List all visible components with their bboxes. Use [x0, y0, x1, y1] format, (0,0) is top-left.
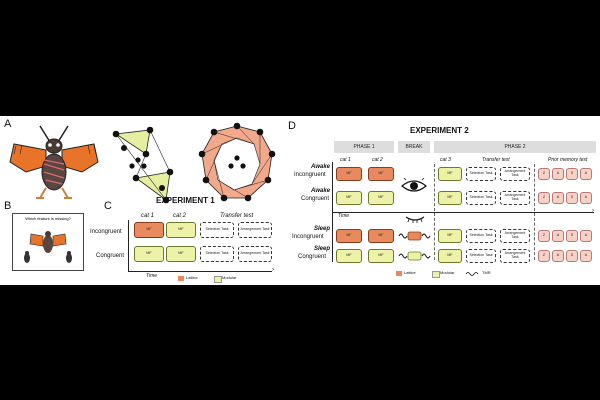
exp2-row2-selection: Selection Task [466, 191, 496, 205]
exp2-phase1: PHASE 1 [334, 141, 394, 153]
exp1-legend-modular: Modular [222, 275, 237, 280]
exp2-row1-condition: Incongruent [294, 172, 326, 178]
exp2-row4-selection: Selection Task [466, 249, 496, 263]
exp2-row3-selection: Selection Task [466, 229, 496, 243]
exp2-time-label: Time [338, 213, 350, 219]
exp2-row2-cat2: MF [368, 191, 394, 205]
exp2-row3-state: Sleep [314, 226, 331, 232]
exp2-row4-prior-4: A [580, 250, 592, 262]
lattice-graph-icon [198, 122, 276, 202]
exp2-row1-prior-3: S [566, 168, 578, 180]
tmr-cue-modular-icon [398, 251, 431, 261]
exp2-row2-cat1: MF [336, 191, 362, 205]
exp2-row3-condition: Incongruent [292, 234, 324, 240]
exp1-title: EXPERIMENT 1 [156, 196, 215, 205]
exp2-row2-prior-2: A [552, 192, 564, 204]
eye-icon [401, 178, 427, 192]
exp2-legend-modular: Modular [440, 270, 455, 275]
exp1-time-label: Time [146, 273, 158, 279]
exp2-row2-state: Awake [311, 188, 331, 194]
exp2-row3-prior-2: A [552, 230, 564, 242]
exp1-legend-lattice-swatch [178, 276, 184, 281]
exp1-incongruent-selection: Selection Task [200, 222, 234, 238]
exp2-row2-condition: Congruent [301, 196, 330, 202]
exp2-row4-condition: Congruent [298, 254, 327, 260]
exp2-legend-tmr: TMR [482, 270, 491, 275]
exp2-row3-cat2: MF [368, 229, 394, 243]
task-question: Which feature is missing? [25, 216, 71, 221]
exp2-row2-arrangement: Arrangement Task [500, 191, 530, 205]
exp2-col-transfer: Transfer test [482, 157, 510, 163]
exp1-row-congruent: Congruent [96, 253, 125, 259]
exp2-phase2: PHASE 2 [434, 141, 596, 153]
exp2-row4-cat2: MF [368, 249, 394, 263]
exp2-row3-prior-4: A [580, 230, 592, 242]
exp2-row1-cat1: MF [336, 167, 362, 181]
exp2-row1-prior-2: A [552, 168, 564, 180]
exp2-legend-lattice-swatch [396, 271, 402, 276]
exp2-row4-cat3: MF [438, 249, 462, 263]
tmr-cue-lattice-icon [398, 231, 431, 241]
exp2-row4-state: Sleep [314, 246, 331, 252]
exp2-row3-prior-3: S [566, 230, 578, 242]
exp2-row1-cat2: MF [368, 167, 394, 181]
exp1-time-axis [128, 271, 272, 272]
exp2-row3-arrangement: Arrangement Task [500, 229, 530, 243]
exp1-congruent-cat2: MF [166, 246, 196, 262]
closed-eye-icon [405, 216, 425, 223]
exp1-incongruent-cat1: MF [134, 222, 164, 238]
exp2-row4-prior-2: A [552, 250, 564, 262]
modular-graph-icon [112, 126, 174, 204]
exp2-row1-selection: Selection Task [466, 167, 496, 181]
exp2-col-cat1: cat 1 [340, 157, 351, 163]
exp1-col-cat2: cat 2 [173, 213, 187, 219]
exp2-row3-prior-1: Z [538, 230, 550, 242]
exp1-legend-modular-swatch [214, 276, 222, 283]
exp1-congruent-selection: Selection Task [200, 246, 234, 262]
exp2-row3-cat1: MF [336, 229, 362, 243]
exp2-row1-arrangement: Arrangement Task [500, 167, 530, 181]
task-screen: Which feature is missing? [12, 213, 84, 271]
exp1-row-axis [128, 220, 129, 272]
exp2-break: BREAK [398, 141, 430, 153]
tmr-wave-icon [466, 272, 479, 276]
exp2-col-cat2: cat 2 [372, 157, 383, 163]
exp2-row3-cat3: MF [438, 229, 462, 243]
exp2-row2-prior-1: Z [538, 192, 550, 204]
butterfly-illustration [9, 125, 99, 199]
exp2-row2-prior-3: S [566, 192, 578, 204]
exp2-row4-prior-1: Z [538, 250, 550, 262]
exp2-row2-prior-4: A [580, 192, 592, 204]
exp1-col-transfer: Transfer test [220, 213, 254, 219]
exp2-row2-cat3: MF [438, 191, 462, 205]
exp1-time-arrow: › [272, 267, 274, 273]
exp2-legend-lattice: Lattice [404, 270, 416, 275]
exp2-row1-prior-1: Z [538, 168, 550, 180]
exp2-row4-prior-3: S [566, 250, 578, 262]
exp2-col-prior: Prior memory test [548, 157, 588, 163]
exp1-congruent-arrangement: Arrangement Task [238, 246, 272, 262]
exp1-col-cat1: cat 1 [141, 213, 155, 219]
exp2-row1-prior-4: A [580, 168, 592, 180]
task-creatures-icon [24, 231, 72, 263]
exp2-time-axis [332, 212, 594, 213]
exp1-legend-lattice: Lattice [186, 275, 198, 280]
panel-label-d: D [288, 120, 296, 132]
exp2-title: EXPERIMENT 2 [410, 126, 469, 135]
figure-panel: A B Which feature is missing? [0, 116, 600, 285]
exp2-row1-cat3: MF [438, 167, 462, 181]
exp2-row4-cat1: MF [336, 249, 362, 263]
exp1-row-incongruent: Incongruent [90, 229, 122, 235]
exp2-row4-arrangement: Arrangement Task [500, 249, 530, 263]
panel-label-a: A [4, 118, 12, 130]
panel-label-c: C [104, 200, 112, 212]
exp2-legend-modular-swatch [432, 271, 440, 278]
exp2-row1-state: Awake [311, 164, 331, 170]
exp2-col-cat3: cat 3 [440, 157, 451, 163]
exp1-congruent-cat1: MF [134, 246, 164, 262]
exp2-time-arrow: › [592, 208, 594, 214]
exp1-incongruent-arrangement: Arrangement Task [238, 222, 272, 238]
exp1-incongruent-cat2: MF [166, 222, 196, 238]
panel-label-b: B [4, 200, 12, 212]
